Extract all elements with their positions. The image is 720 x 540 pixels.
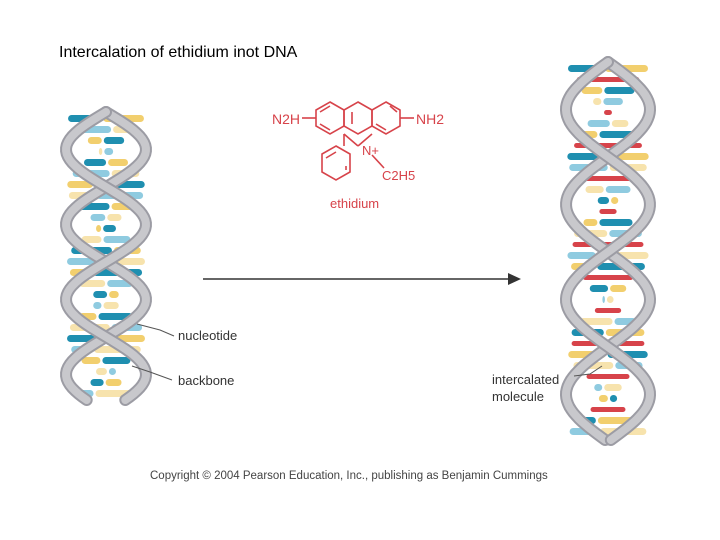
annotations: nucleotide backbone intercalated molecul… [131, 323, 603, 404]
ethidium-name-label: ethidium [330, 196, 379, 211]
nucleotide [593, 98, 602, 105]
intercalated-molecule [594, 308, 622, 313]
nucleotide [581, 87, 603, 94]
nucleotide [602, 296, 605, 303]
intercalated-molecule [604, 110, 612, 115]
nucleotide [103, 225, 116, 232]
nucleotide [609, 395, 618, 402]
nucleotide [90, 379, 104, 386]
nucleotide [604, 87, 635, 94]
nucleotide [93, 291, 108, 298]
intercalated-molecule [579, 176, 637, 181]
nucleotide [109, 291, 119, 298]
nucleotide [597, 197, 610, 204]
nucleotide [103, 137, 125, 144]
backbone-label: backbone [178, 373, 234, 388]
backbone-strand-highlight [62, 108, 150, 404]
nucleotide [98, 313, 133, 320]
nucleotide [610, 285, 627, 292]
copyright-text: Copyright © 2004 Pearson Education, Inc.… [150, 470, 548, 482]
intercalated-molecule [590, 407, 626, 412]
left-amine-label: N2H [272, 111, 300, 127]
nucleotide [108, 368, 116, 375]
nucleotide [102, 357, 131, 364]
nucleotide [87, 137, 102, 144]
intercalated-molecule [586, 374, 630, 379]
nucleotide [108, 159, 128, 166]
nucleotide-label: nucleotide [178, 328, 237, 343]
ethidium-structure [302, 101, 414, 181]
nucleotide [67, 181, 93, 188]
nucleotide [615, 153, 649, 160]
nucleotide [567, 252, 596, 259]
nucleotide [594, 384, 603, 391]
nucleotide [96, 368, 107, 375]
page-title: Intercalation of ethidium inot DNA [59, 44, 298, 61]
nucleotide [599, 219, 633, 226]
nucleotide [81, 357, 101, 364]
nucleotide [96, 225, 102, 232]
backbone-strand-highlight [62, 108, 150, 404]
nucleotide [103, 302, 119, 309]
intercalated-molecule [599, 209, 617, 214]
nucleotide [611, 197, 619, 204]
nucleotide [603, 98, 623, 105]
nucleotide [105, 379, 122, 386]
nucleotide [611, 120, 629, 127]
dna-helix-right [559, 56, 657, 446]
intercalated-label-line1: intercalated [492, 372, 559, 387]
intercalated-molecule [582, 275, 634, 280]
nucleotide [598, 395, 608, 402]
nucleotide [579, 318, 613, 325]
nucleotide [103, 236, 131, 243]
nucleotide [583, 219, 598, 226]
nucleotide [104, 148, 114, 155]
n-plus-label: N+ [362, 143, 379, 158]
nucleotide [81, 236, 102, 243]
nucleotide [107, 214, 122, 221]
right-amine-label: NH2 [416, 111, 444, 127]
reaction-arrow [203, 273, 521, 285]
nucleotide [604, 384, 622, 391]
nucleotide [585, 186, 604, 193]
nucleotide [84, 159, 107, 166]
nucleotide [90, 214, 106, 221]
nucleotide [589, 285, 609, 292]
backbone-strand-highlight [561, 58, 655, 444]
nucleotide [606, 296, 614, 303]
nucleotide [93, 302, 102, 309]
nucleotide [587, 120, 610, 127]
nucleotide [605, 186, 631, 193]
dna-helix-left [60, 106, 152, 406]
ethidium-labels: N2H NH2 N+ C2H5 ethidium [272, 111, 444, 211]
ethyl-label: C2H5 [382, 168, 415, 183]
intercalated-label-line2: molecule [492, 389, 544, 404]
nucleotide [98, 148, 103, 155]
